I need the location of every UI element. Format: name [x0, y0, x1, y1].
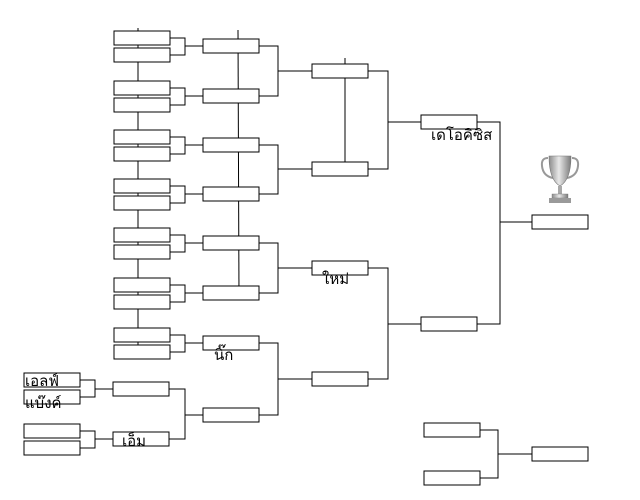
- slot-box: [113, 327, 171, 343]
- label-r2-winner: นิ๊ก: [214, 344, 233, 364]
- slot-box: [202, 88, 260, 104]
- slot-box: [311, 371, 369, 387]
- slot-box: [202, 235, 260, 251]
- slot-box: [113, 80, 171, 96]
- slot-box: [423, 422, 481, 438]
- slot-box: [113, 227, 171, 243]
- slot-box: [113, 277, 171, 293]
- slot-box: [112, 431, 170, 447]
- slot-box: [311, 63, 369, 79]
- slot-box: [311, 260, 369, 276]
- final-slot-box: [531, 214, 589, 230]
- slot-box: [420, 114, 478, 130]
- slot-box: [113, 178, 171, 194]
- slot-box: [202, 186, 260, 202]
- slot-box: [423, 470, 481, 486]
- label-quarter-winner: ใหม่: [322, 270, 349, 288]
- slot-box: [202, 407, 260, 423]
- slot-box: [113, 294, 171, 310]
- slot-box: [113, 97, 171, 113]
- trophy-icon: [540, 155, 580, 203]
- slot-box: [202, 38, 260, 54]
- slot-box: [202, 137, 260, 153]
- slot-box: [113, 244, 171, 260]
- label-entrant-1: เอลฟ์: [25, 372, 59, 390]
- label-round1-top-winner: เดโอคิซิส: [431, 126, 492, 144]
- bracket-slots: [23, 30, 589, 486]
- slot-box: [23, 423, 81, 439]
- slot-box: [23, 372, 81, 388]
- slot-box: [113, 47, 171, 63]
- label-entrant-3: เอ็ม: [122, 431, 146, 450]
- slot-box: [112, 381, 170, 397]
- label-entrant-2: แบ๊งค์: [25, 394, 62, 412]
- slot-box: [113, 30, 171, 46]
- slot-box: [23, 389, 81, 405]
- slot-box: [113, 195, 171, 211]
- slot-box: [202, 335, 260, 351]
- slot-box: [113, 344, 171, 360]
- slot-box: [113, 146, 171, 162]
- slot-box: [420, 316, 478, 332]
- slot-box: [23, 440, 81, 456]
- slot-box: [311, 161, 369, 177]
- slot-box: [202, 285, 260, 301]
- slot-box: [113, 129, 171, 145]
- slot-box: [531, 446, 589, 462]
